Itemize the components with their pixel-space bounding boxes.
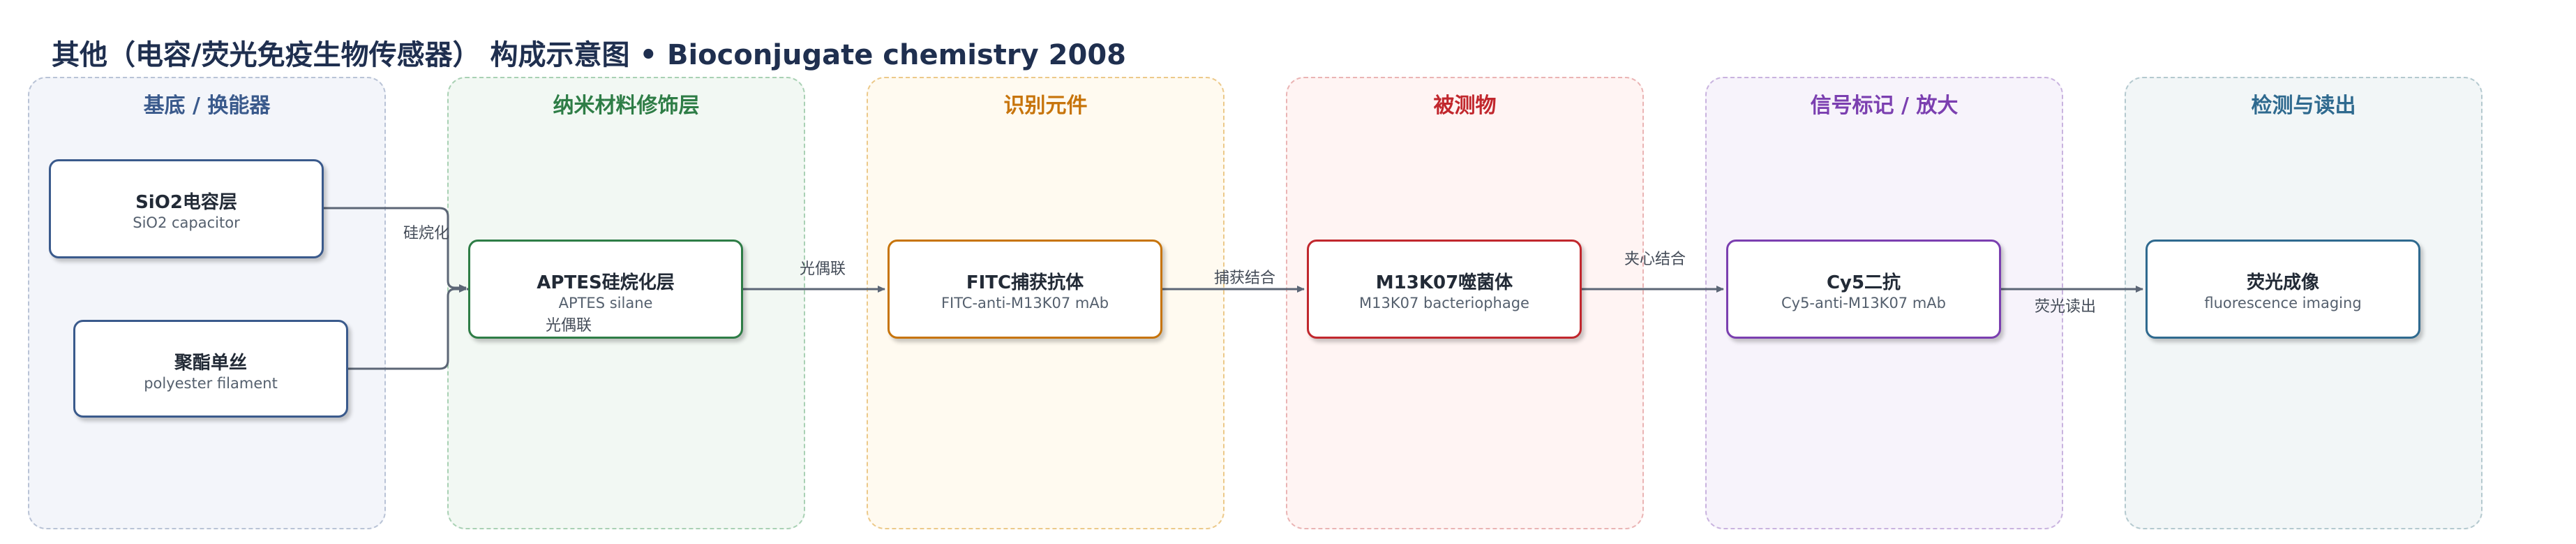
node-sublabel: M13K07 bacteriophage bbox=[1359, 295, 1529, 311]
node-sublabel: fluorescence imaging bbox=[2204, 295, 2362, 311]
node-label: 聚酯单丝 bbox=[174, 353, 247, 374]
node-aptes-silane[interactable]: APTES硅烷化层 APTES silane bbox=[468, 240, 743, 339]
node-label: SiO2电容层 bbox=[135, 192, 237, 213]
node-sublabel: polyester filament bbox=[144, 375, 278, 392]
node-label: APTES硅烷化层 bbox=[537, 272, 675, 293]
node-label: 荧光成像 bbox=[2246, 272, 2319, 293]
node-fitc-antibody[interactable]: FITC捕获抗体 FITC-anti-M13K07 mAb bbox=[888, 240, 1162, 339]
node-sublabel: SiO2 capacitor bbox=[133, 214, 240, 231]
lane-title: 信号标记 / 放大 bbox=[1810, 94, 1959, 118]
node-label: Cy5二抗 bbox=[1826, 272, 1901, 293]
edge-label-sandwich: 夹心结合 bbox=[1624, 251, 1686, 268]
node-sublabel: Cy5-anti-M13K07 mAb bbox=[1781, 295, 1946, 311]
lane-title: 检测与读出 bbox=[2251, 94, 2356, 118]
node-sublabel: FITC-anti-M13K07 mAb bbox=[941, 295, 1109, 311]
diagram-title: 其他（电容/荧光免疫生物传感器） 构成示意图 • Bioconjugate ch… bbox=[52, 39, 1126, 71]
edge-label-photocoupling: 光偶联 bbox=[800, 260, 846, 278]
node-sublabel: APTES silane bbox=[558, 295, 653, 311]
lane-title: 识别元件 bbox=[1003, 94, 1088, 118]
node-sio2-capacitor[interactable]: SiO2电容层 SiO2 capacitor bbox=[49, 159, 324, 258]
edge-sio2-aptes bbox=[322, 207, 467, 291]
node-polyester-filament[interactable]: 聚酯单丝 polyester filament bbox=[73, 320, 348, 418]
edge-label-capture: 捕获结合 bbox=[1214, 270, 1276, 287]
edge-label-fluorescence-readout: 荧光读出 bbox=[2035, 298, 2097, 316]
lane-title: 纳米材料修饰层 bbox=[553, 94, 700, 118]
edge-label-photocoupling: 光偶联 bbox=[546, 317, 592, 335]
lane-substrate: 基底 / 换能器 bbox=[28, 77, 386, 529]
node-label: M13K07噬菌体 bbox=[1375, 272, 1513, 293]
edge-label-silanization: 硅烷化 bbox=[403, 225, 450, 242]
node-fluorescence-imaging[interactable]: 荧光成像 fluorescence imaging bbox=[2146, 240, 2420, 339]
edge-polyester-aptes bbox=[347, 286, 467, 370]
node-m13k07-phage[interactable]: M13K07噬菌体 M13K07 bacteriophage bbox=[1307, 240, 1582, 339]
node-cy5-secondary-antibody[interactable]: Cy5二抗 Cy5-anti-M13K07 mAb bbox=[1726, 240, 2001, 339]
lane-title: 基底 / 换能器 bbox=[143, 94, 271, 118]
lane-title: 被测物 bbox=[1433, 94, 1497, 118]
node-label: FITC捕获抗体 bbox=[966, 272, 1084, 293]
